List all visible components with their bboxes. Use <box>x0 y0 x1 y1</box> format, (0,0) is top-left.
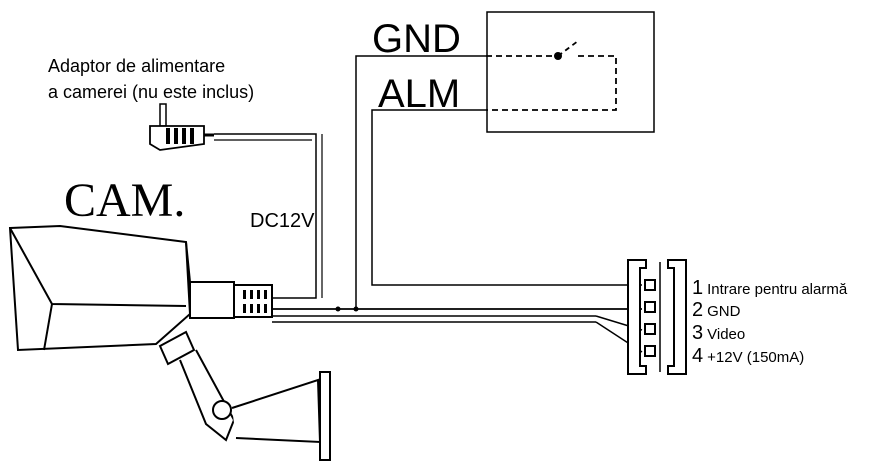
alm-wire <box>371 109 642 286</box>
pin-1 <box>644 279 656 291</box>
switch-symbol <box>486 40 617 111</box>
dc12v-label: DC12V <box>250 210 315 232</box>
adapter-cable <box>214 133 317 299</box>
camera-label: CAM. <box>64 174 185 227</box>
main-cable <box>272 306 643 353</box>
alarm-switch-box <box>486 11 655 133</box>
cable-connector <box>233 284 273 318</box>
gnd-label: GND <box>372 17 461 61</box>
adapter-label-line2: a camerei (nu este inclus) <box>48 82 254 102</box>
pin-4 <box>644 345 656 357</box>
pin-2 <box>644 301 656 313</box>
camera-mount <box>158 330 331 461</box>
alm-label: ALM <box>378 72 460 116</box>
power-adapter-plug <box>149 103 214 151</box>
four-pin-connector <box>627 259 687 375</box>
gnd-wire <box>355 55 486 309</box>
pin-3 <box>644 323 656 335</box>
adapter-label-line1: Adaptor de alimentare <box>48 56 225 76</box>
pin-4-label: 4+12V (150mA) <box>692 345 804 367</box>
alarm-box-frame <box>486 11 655 133</box>
camera-body <box>8 224 235 352</box>
